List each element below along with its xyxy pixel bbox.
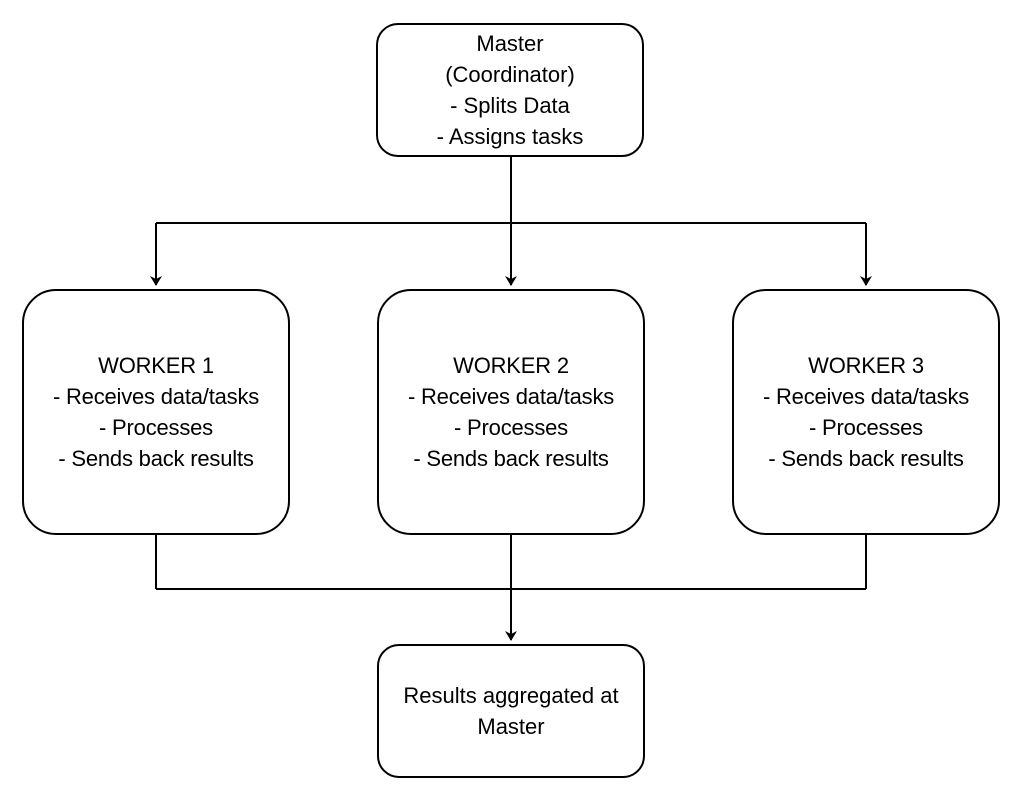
worker-2-duty-receive: - Receives data/tasks [407,384,615,409]
worker-1-title: WORKER 1 [98,353,214,378]
master-title: Master [476,31,544,56]
results-line-2: Master [477,714,545,739]
worker-3-title: WORKER 3 [808,353,924,378]
master-node: Master (Coordinator) - Splits Data - Ass… [376,23,644,157]
worker-3-duty-process: - Processes [809,415,923,440]
results-line-1: Results aggregated at [403,683,619,708]
master-role: (Coordinator) [445,62,575,87]
worker-1-duty-send: - Sends back results [58,446,254,471]
worker-3-node: WORKER 3 - Receives data/tasks - Process… [732,289,1000,535]
worker-1-duty-process: - Processes [99,415,213,440]
master-duty-assign: - Assigns tasks [436,124,584,149]
worker-3-duty-send: - Sends back results [768,446,964,471]
worker-2-duty-send: - Sends back results [413,446,609,471]
worker-2-title: WORKER 2 [453,353,569,378]
worker-1-duty-receive: - Receives data/tasks [52,384,260,409]
worker-3-duty-receive: - Receives data/tasks [762,384,970,409]
worker-2-node: WORKER 2 - Receives data/tasks - Process… [377,289,645,535]
master-duty-split: - Splits Data [450,93,570,118]
results-node: Results aggregated at Master [377,644,645,778]
worker-1-node: WORKER 1 - Receives data/tasks - Process… [22,289,290,535]
worker-2-duty-process: - Processes [454,415,568,440]
